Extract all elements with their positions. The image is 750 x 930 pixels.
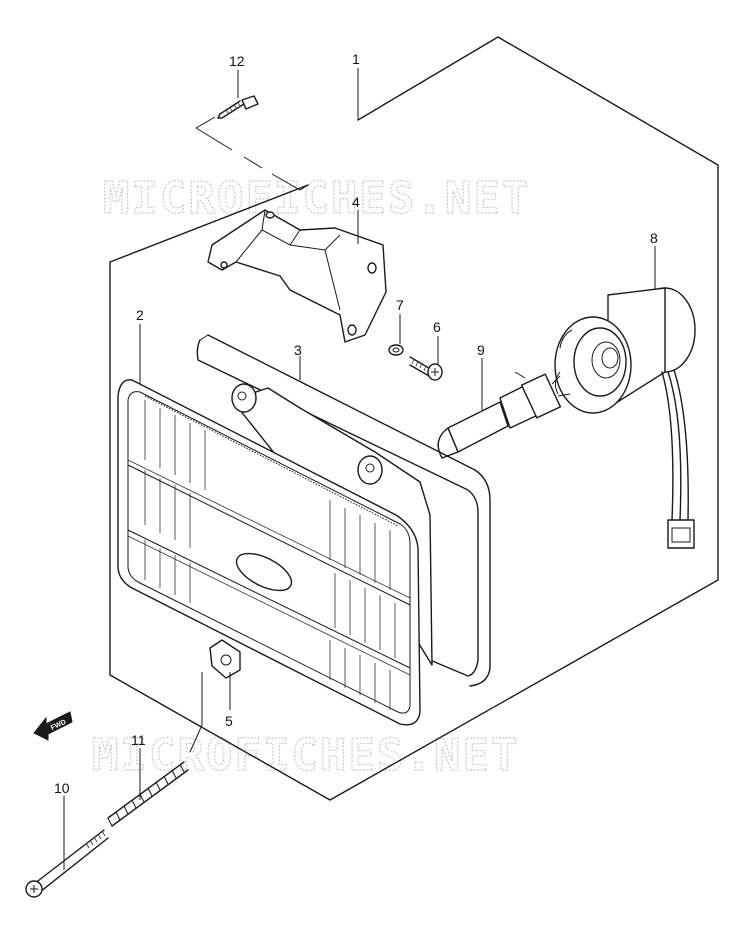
watermark-bottom: MICROFICHES.NET — [92, 730, 519, 781]
callout-12: 12 — [229, 53, 245, 69]
part-12-screw — [217, 95, 259, 119]
part-7-washer — [388, 344, 404, 356]
callout-2: 2 — [136, 307, 144, 323]
part-11-spring — [107, 761, 189, 827]
callout-5: 5 — [225, 713, 233, 729]
part-8-socket — [554, 287, 696, 549]
callout-7: 7 — [396, 297, 404, 313]
assembly-boundary — [109, 36, 719, 801]
callout-9: 9 — [477, 342, 485, 358]
callout-3: 3 — [294, 342, 302, 358]
callout-1: 1 — [352, 51, 360, 67]
part-6-screw — [409, 356, 443, 381]
watermark-top: MICROFICHES.NET — [103, 173, 530, 224]
part-5-clip — [209, 639, 241, 679]
leader-lines — [63, 68, 656, 870]
part-10-adjust-screw — [25, 829, 109, 898]
part-3-gasket — [196, 334, 491, 687]
callout-6: 6 — [433, 319, 441, 335]
forward-direction-arrow: FWD — [33, 711, 73, 741]
part-9-bulb — [437, 371, 571, 459]
callout-8: 8 — [650, 230, 658, 246]
part-2-headlamp-lens — [117, 379, 421, 726]
callout-10: 10 — [54, 780, 70, 796]
callouts: 1 2 3 4 5 6 7 8 9 10 11 12 — [54, 51, 658, 796]
callout-4: 4 — [352, 194, 360, 210]
part-4-bracket — [207, 209, 387, 343]
callout-11: 11 — [131, 732, 146, 748]
